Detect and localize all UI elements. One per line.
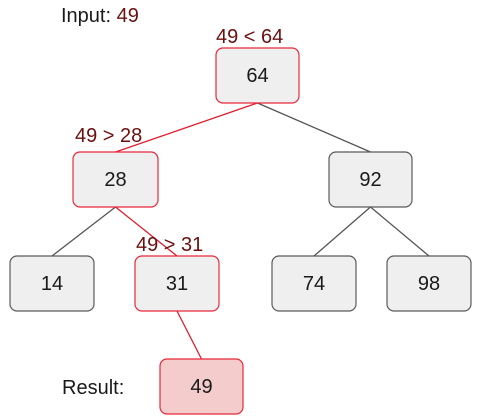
edge-28-14 bbox=[51, 206, 116, 257]
node-box bbox=[215, 47, 300, 104]
edge-92-74 bbox=[313, 206, 371, 257]
node-value: 64 bbox=[246, 65, 268, 87]
node-value: 92 bbox=[359, 169, 381, 191]
input-line: Input: 49 bbox=[61, 6, 139, 26]
node-box bbox=[9, 255, 95, 312]
edge-64-92 bbox=[257, 102, 371, 153]
node-layer: 64 28 92 14 31 74 98 49 bbox=[9, 47, 472, 415]
node-value: 74 bbox=[303, 273, 325, 295]
input-value: 49 bbox=[116, 5, 139, 27]
node-box bbox=[328, 151, 413, 208]
node-value: 49 bbox=[190, 376, 212, 398]
tree-node-14: 14 bbox=[9, 255, 95, 312]
edge-64-28-highlighted bbox=[115, 102, 258, 153]
input-label: Input: bbox=[61, 5, 117, 27]
comparison-left: 49 > 28 bbox=[75, 125, 143, 147]
tree-node-64: 64 bbox=[215, 47, 300, 104]
node-box bbox=[386, 255, 472, 312]
tree-node-28: 28 bbox=[72, 151, 159, 208]
comparison-root: 49 < 64 bbox=[216, 26, 284, 48]
node-box bbox=[271, 255, 357, 312]
node-value: 14 bbox=[41, 273, 63, 295]
result-node: 49 bbox=[159, 358, 244, 415]
edge-31-49-highlighted bbox=[176, 310, 203, 360]
node-box bbox=[72, 151, 159, 208]
node-box bbox=[159, 358, 244, 415]
node-value: 31 bbox=[166, 273, 188, 295]
edge-layer bbox=[51, 102, 430, 360]
node-box bbox=[134, 255, 220, 312]
tree-node-31: 31 bbox=[134, 255, 220, 312]
edge-28-31-highlighted bbox=[115, 206, 178, 257]
node-value: 98 bbox=[418, 273, 440, 295]
tree-node-74: 74 bbox=[271, 255, 357, 312]
edge-92-98 bbox=[370, 206, 430, 257]
node-value: 28 bbox=[104, 169, 126, 191]
tree-node-98: 98 bbox=[386, 255, 472, 312]
comparison-left-right: 49 > 31 bbox=[136, 234, 204, 256]
tree-node-92: 92 bbox=[328, 151, 413, 208]
result-label: Result: bbox=[62, 377, 125, 399]
